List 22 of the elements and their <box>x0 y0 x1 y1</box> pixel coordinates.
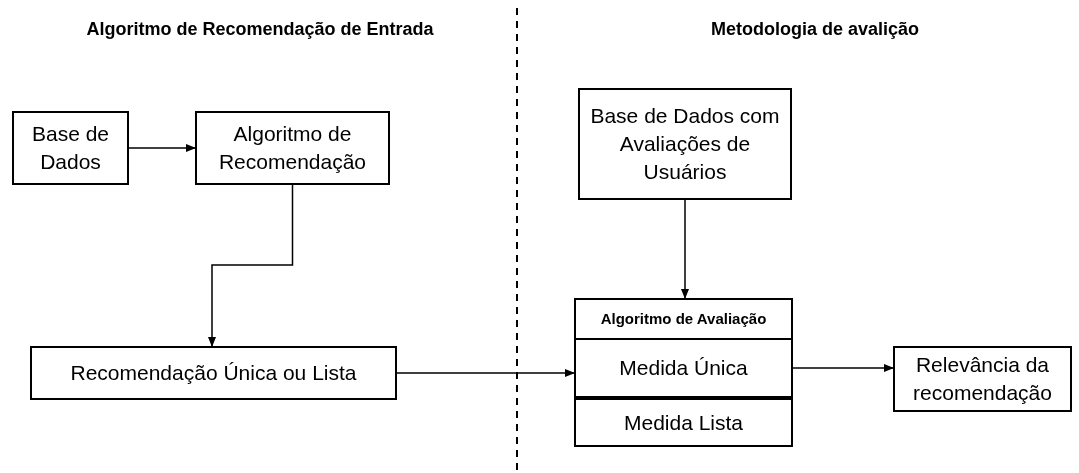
arrow <box>681 199 689 299</box>
process-box <box>195 111 390 185</box>
container-box <box>574 298 793 447</box>
box-text: Medida Única <box>619 355 748 381</box>
process-box <box>12 111 129 185</box>
box-text: Base de Dados <box>30 121 111 175</box>
section-title: Algoritmo de Recomendação de Entrada <box>85 18 435 41</box>
arrow <box>128 144 196 152</box>
box-text: Algoritmo de Recomendação <box>217 121 368 175</box>
process-box <box>578 88 792 200</box>
box-text: Relevância da recomendação <box>912 352 1053 406</box>
box-text: Base de Dados com Avaliações de Usuários <box>589 103 781 185</box>
box-text: Recomendação Única ou Lista <box>70 360 357 386</box>
arrow <box>792 364 894 372</box>
arrow <box>208 184 294 347</box>
process-box <box>30 346 397 400</box>
box-heading: Algoritmo de Avaliação <box>599 308 768 329</box>
section-title: Metodologia de avalição <box>709 18 920 41</box>
arrow <box>396 369 575 377</box>
process-box <box>574 338 793 398</box>
box-text: Medida Lista <box>623 409 744 436</box>
process-box <box>893 346 1072 412</box>
